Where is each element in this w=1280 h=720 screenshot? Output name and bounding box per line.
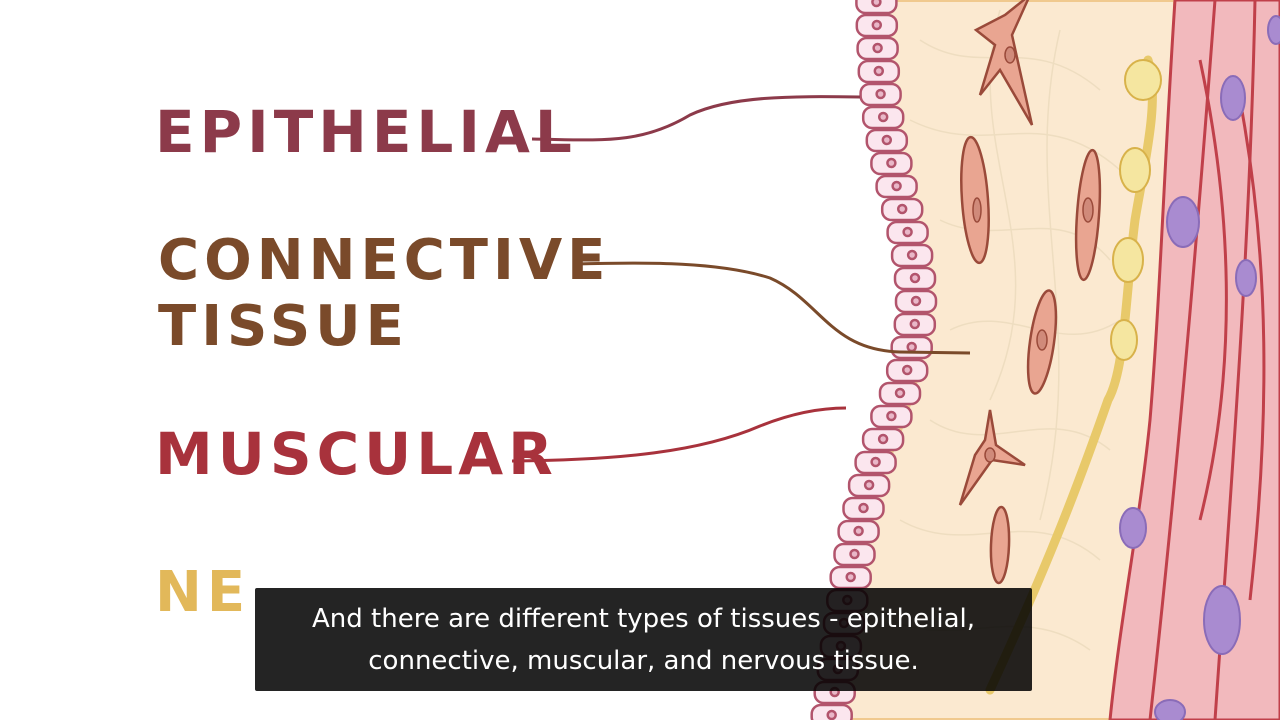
muscle-nuclei (1119, 15, 1280, 720)
connective-tissue-label: CONNECTIVE TISSUE (158, 228, 610, 360)
epithelial-cell-nucleus (901, 364, 913, 376)
nervous-label-partial: NE (155, 560, 251, 625)
epithelial-cell-nucleus (906, 341, 917, 353)
epithelial-cell-nucleus (872, 42, 883, 54)
epithelial-cell-nucleus (870, 456, 881, 468)
epithelial-cell-nucleus (909, 272, 921, 284)
epithelial-cell-nucleus (863, 479, 875, 491)
epithelial-cell-nucleus (886, 157, 897, 169)
connective-label-line2: TISSUE (158, 294, 409, 359)
epithelial-cell-nucleus (845, 571, 856, 583)
caption-line-2: connective, muscular, and nervous tissue… (368, 645, 919, 676)
connective-leader-line (574, 261, 971, 355)
epithelial-cell-nucleus (871, 0, 882, 8)
epithelial-cell-nucleus (881, 134, 893, 146)
epithelial-cell-nucleus (891, 180, 902, 192)
muscle-tissue-layer (1108, 0, 1280, 720)
epithelial-cell-nucleus (909, 318, 921, 330)
epithelial-cell-nucleus (886, 410, 897, 422)
epithelial-cell-nucleus (894, 387, 906, 399)
connective-label-line1: CONNECTIVE (158, 228, 611, 293)
muscular-label: MUSCULAR (155, 420, 558, 488)
epithelial-cell-nucleus (877, 111, 889, 123)
epithelial-cell-nucleus (875, 88, 886, 100)
epithelial-cell-nucleus (871, 19, 883, 31)
epithelial-cell-nucleus (896, 203, 908, 215)
nerve-bulbs (1110, 59, 1162, 361)
epithelial-cell-nucleus (826, 709, 837, 720)
epithelial-cell-nucleus (873, 65, 885, 77)
epithelial-cell-nucleus (902, 226, 913, 238)
epithelial-cell-nucleus (858, 502, 869, 514)
epithelial-cell-nucleus (853, 525, 864, 537)
muscular-leader-line (511, 406, 847, 463)
epithelial-leader-line (531, 95, 861, 142)
subtitle-caption: And there are different types of tissues… (255, 588, 1032, 691)
epithelial-cell-nucleus (910, 295, 922, 307)
epithelial-cell-nucleus (849, 548, 860, 560)
caption-line-1: And there are different types of tissues… (312, 603, 975, 634)
epithelial-label: EPITHELIAL (155, 98, 577, 166)
fibroblast-nuclei (972, 46, 1094, 463)
epithelial-cell-nucleus (877, 433, 889, 445)
epithelial-cell-nucleus (906, 249, 918, 261)
